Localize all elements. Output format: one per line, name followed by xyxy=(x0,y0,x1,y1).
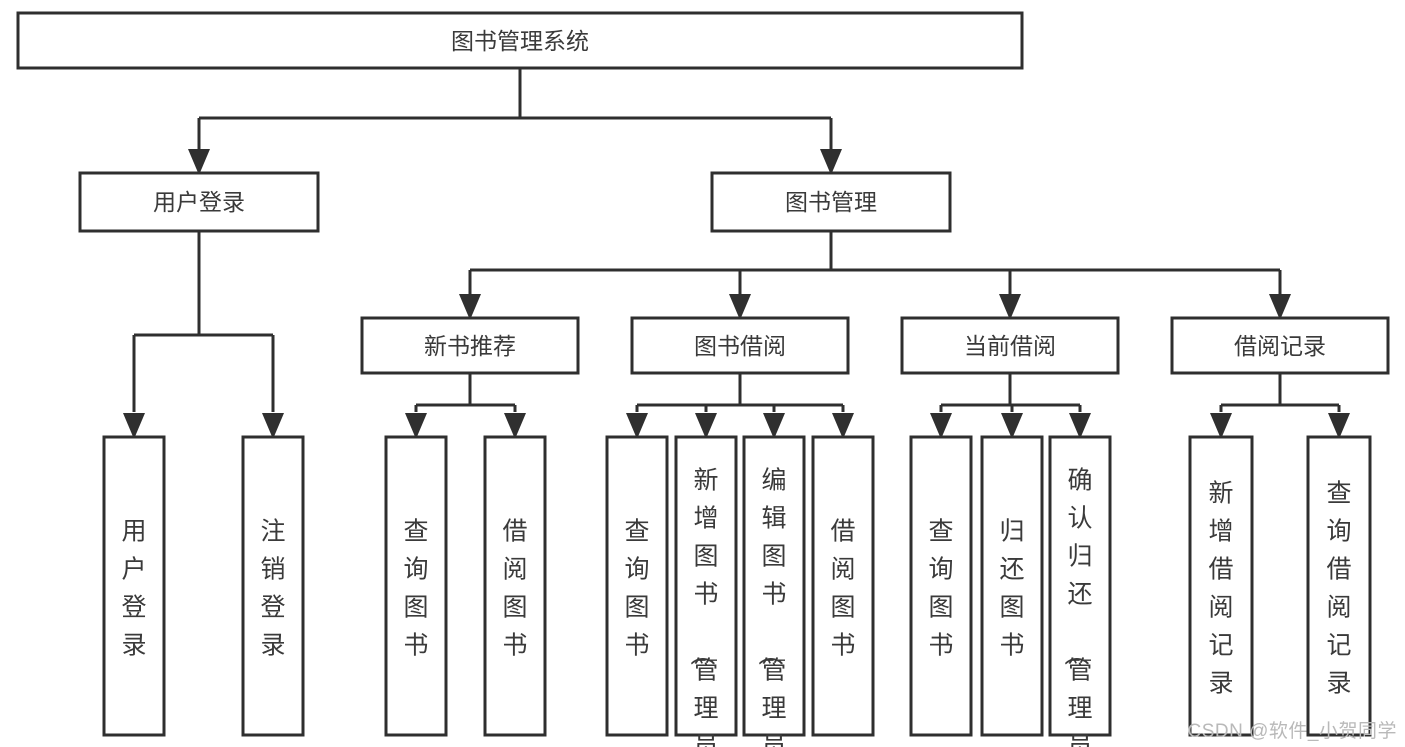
node-leaf-box[interactable] xyxy=(241,435,305,737)
node-leaf-box[interactable] xyxy=(674,435,738,737)
node-leaf-label: 新增图书（管理员） xyxy=(687,467,718,747)
node-leaf-label: 借阅图书 xyxy=(502,518,527,660)
arrowhead-icon xyxy=(820,149,842,175)
node-leaf-label: 编辑图书（管理员） xyxy=(755,467,786,747)
node-new-book-recommend[interactable]: 新书推荐 xyxy=(360,316,580,375)
node-leaf-label: 新增借阅记录 xyxy=(1208,480,1233,698)
node-new-book-recommend-box[interactable] xyxy=(360,316,580,375)
arrowhead-icon xyxy=(504,413,526,439)
connector-borrow-to-leaves xyxy=(626,373,854,439)
node-user-login-box[interactable] xyxy=(78,171,320,233)
node-root-label: 图书管理系统 xyxy=(451,28,589,54)
node-leaf-box[interactable] xyxy=(102,435,166,737)
node-book-borrow-box[interactable] xyxy=(630,316,850,375)
node-user-login[interactable]: 用户登录 xyxy=(78,171,320,233)
node-leaf-box[interactable] xyxy=(384,435,448,737)
node-leaf-label: 查询图书 xyxy=(403,518,428,660)
node-leaf[interactable]: 编辑图书（管理员） xyxy=(742,435,806,747)
connector-book-manage-to-level3 xyxy=(459,231,1291,320)
node-leaf-label: 用户登录 xyxy=(121,518,146,660)
node-new-book-recommend-label: 新书推荐 xyxy=(424,333,516,359)
node-book-manage[interactable]: 图书管理 xyxy=(710,171,952,233)
node-leaf[interactable]: 注销登录 xyxy=(241,435,305,737)
connector-borrow-record-to-leaves xyxy=(1210,373,1350,439)
node-leaf[interactable]: 确认归还（管理员） xyxy=(1048,435,1112,747)
node-leaf-box[interactable] xyxy=(605,435,669,737)
node-leaf[interactable]: 新增借阅记录 xyxy=(1188,435,1254,737)
arrowhead-icon xyxy=(729,294,751,320)
node-current-borrow-label: 当前借阅 xyxy=(964,333,1056,359)
node-leaf-box[interactable] xyxy=(980,435,1044,737)
arrowhead-icon xyxy=(123,413,145,439)
node-leaf-box[interactable] xyxy=(1048,435,1112,737)
arrowhead-icon xyxy=(930,413,952,439)
node-leaf[interactable]: 查询图书 xyxy=(384,435,448,737)
node-leaf[interactable]: 查询借阅记录 xyxy=(1306,435,1372,737)
node-leaf-label: 查询图书 xyxy=(928,518,953,660)
arrowhead-icon xyxy=(1069,413,1091,439)
node-book-manage-label: 图书管理 xyxy=(785,189,877,215)
arrowhead-icon xyxy=(1210,413,1232,439)
node-borrow-record[interactable]: 借阅记录 xyxy=(1170,316,1390,375)
node-root-box[interactable] xyxy=(16,11,1024,70)
node-leaf-box[interactable] xyxy=(742,435,806,737)
node-book-manage-box[interactable] xyxy=(710,171,952,233)
node-leaf-box[interactable] xyxy=(811,435,875,737)
node-leaf[interactable]: 用户登录 xyxy=(102,435,166,737)
connector-new-book-to-leaves xyxy=(405,373,526,439)
node-current-borrow[interactable]: 当前借阅 xyxy=(900,316,1120,375)
arrowhead-icon xyxy=(262,413,284,439)
arrowhead-icon xyxy=(188,149,210,175)
node-leaf[interactable]: 查询图书 xyxy=(605,435,669,737)
node-leaf-label: 归还图书 xyxy=(999,518,1024,660)
arrowhead-icon xyxy=(1001,413,1023,439)
node-leaf-label: 注销登录 xyxy=(260,518,285,660)
arrowhead-icon xyxy=(1328,413,1350,439)
connector-root-to-level2 xyxy=(188,68,842,175)
arrowhead-icon xyxy=(695,413,717,439)
connector-user-login-to-leaves xyxy=(123,231,284,439)
connector-current-borrow-to-leaves xyxy=(930,373,1091,439)
arrowhead-icon xyxy=(763,413,785,439)
node-group-leaves: 用户登录 注销登录 查询图书 借阅图书 查询图书 新增图书（管理员） 编辑图书（管理员） 借阅… xyxy=(102,435,1372,747)
node-borrow-record-label: 借阅记录 xyxy=(1234,333,1326,359)
node-leaf[interactable]: 归还图书 xyxy=(980,435,1044,737)
node-book-borrow[interactable]: 图书借阅 xyxy=(630,316,850,375)
node-leaf[interactable]: 新增图书（管理员） xyxy=(674,435,738,747)
node-leaf-box[interactable] xyxy=(483,435,547,737)
node-user-login-label: 用户登录 xyxy=(153,189,245,215)
node-leaf-label: 借阅图书 xyxy=(830,518,855,660)
node-group-level3: 新书推荐 图书借阅 当前借阅 借阅记录 xyxy=(360,316,1390,375)
arrowhead-icon xyxy=(999,294,1021,320)
node-leaf-box[interactable] xyxy=(1188,435,1254,737)
node-leaf-label: 查询图书 xyxy=(624,518,649,660)
node-leaf-box[interactable] xyxy=(909,435,973,737)
node-group-level2: 用户登录 图书管理 xyxy=(78,171,952,233)
node-root[interactable]: 图书管理系统 xyxy=(16,11,1024,70)
arrowhead-icon xyxy=(626,413,648,439)
node-book-borrow-label: 图书借阅 xyxy=(694,333,786,359)
node-current-borrow-box[interactable] xyxy=(900,316,1120,375)
node-leaf-box[interactable] xyxy=(1306,435,1372,737)
arrowhead-icon xyxy=(405,413,427,439)
arrowhead-icon xyxy=(459,294,481,320)
node-leaf[interactable]: 借阅图书 xyxy=(483,435,547,737)
arrowhead-icon xyxy=(832,413,854,439)
node-leaf[interactable]: 借阅图书 xyxy=(811,435,875,737)
arrowhead-icon xyxy=(1269,294,1291,320)
node-leaf-label: 确认归还（管理员） xyxy=(1061,467,1092,747)
node-leaf[interactable]: 查询图书 xyxy=(909,435,973,737)
node-borrow-record-box[interactable] xyxy=(1170,316,1390,375)
node-leaf-label: 查询借阅记录 xyxy=(1326,480,1351,698)
